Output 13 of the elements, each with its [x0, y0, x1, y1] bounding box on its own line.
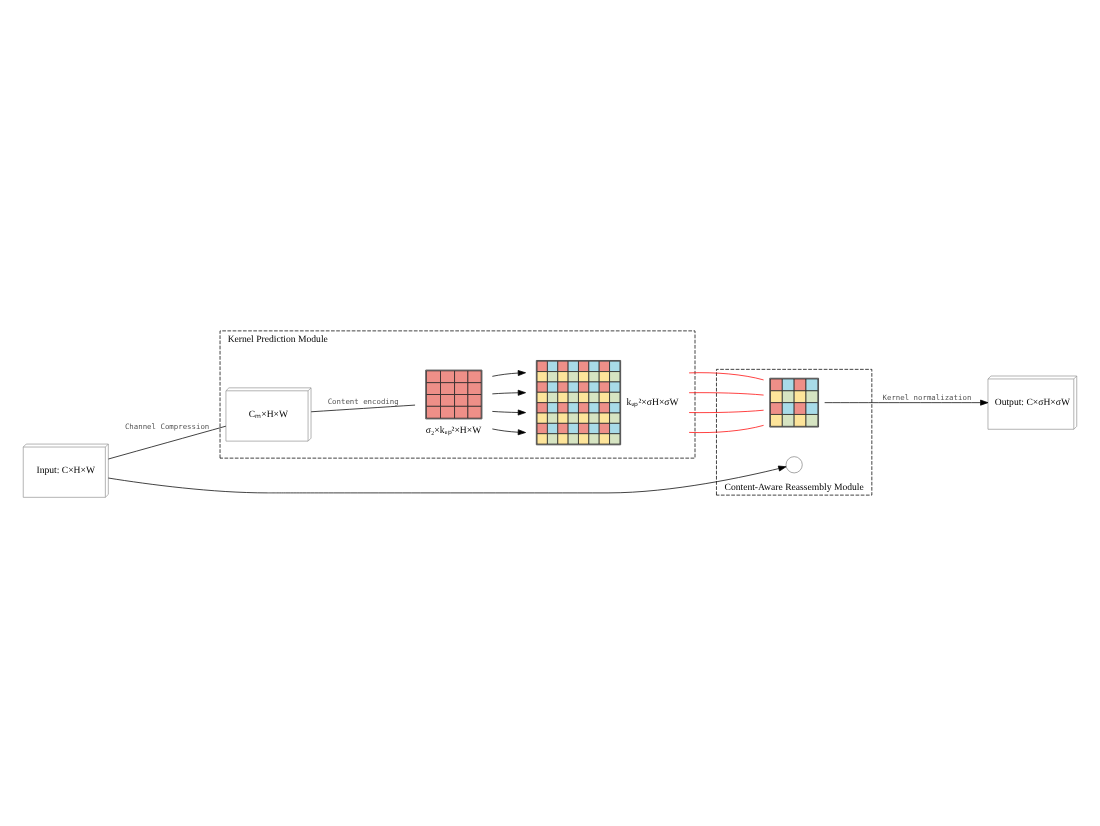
arrow: [108, 465, 787, 494]
arrow: [491, 409, 526, 416]
connector: [688, 409, 764, 413]
node-circle: [785, 456, 803, 474]
arrow: [824, 399, 989, 406]
connector: [108, 425, 227, 460]
connector: [310, 404, 416, 413]
connector: [688, 372, 764, 381]
connector: [688, 425, 764, 433]
arrow: [491, 428, 526, 436]
arrow: [491, 389, 526, 396]
arrow: [491, 370, 526, 377]
connector: [688, 392, 764, 396]
